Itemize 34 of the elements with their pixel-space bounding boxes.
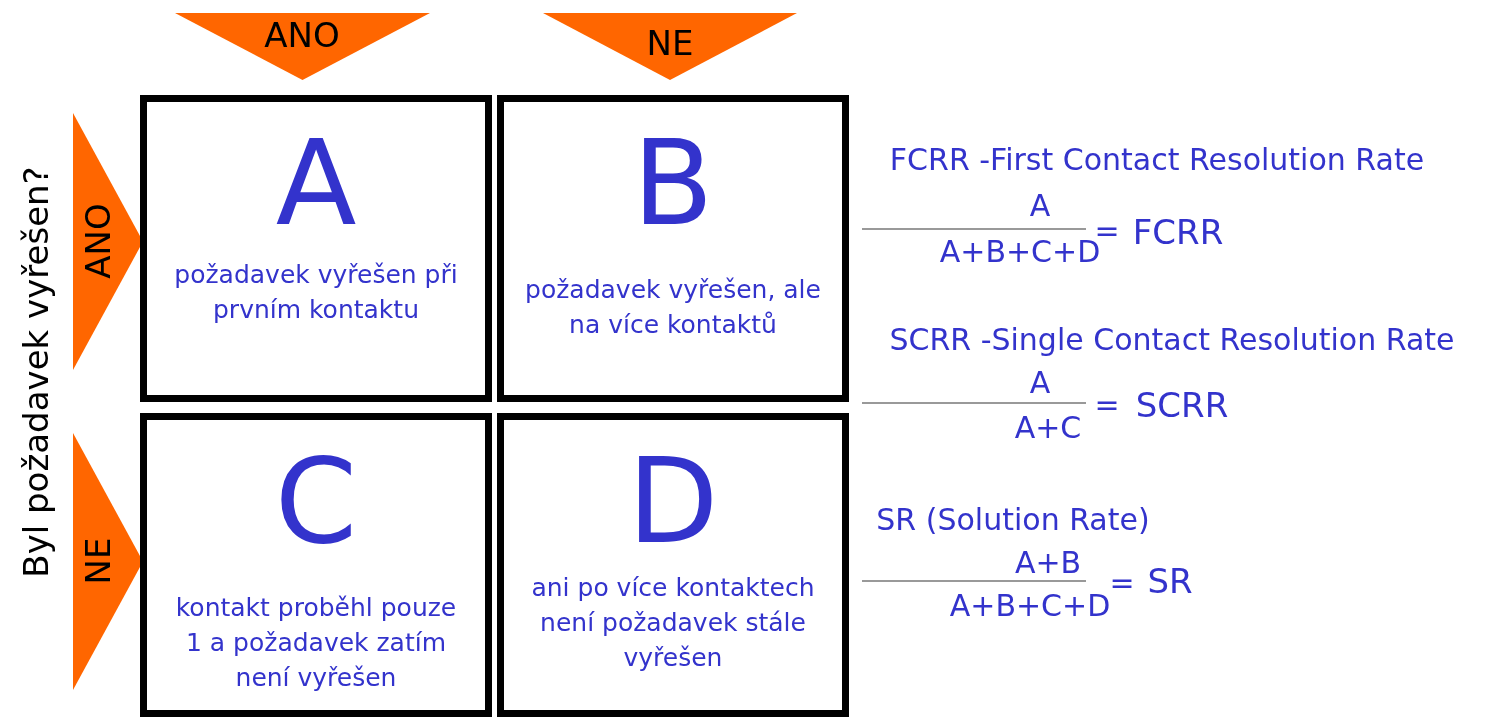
axis-answer: NE	[81, 537, 115, 585]
quadrant-letter: D	[626, 442, 720, 560]
equals-sign: =	[1109, 568, 1135, 598]
formula-title: SCRR -Single Contact Resolution Rate	[889, 325, 1455, 355]
equals-sign: =	[1094, 390, 1120, 420]
formula-title: SR (Solution Rate)	[876, 505, 1150, 535]
quadrant-letter: A	[274, 124, 358, 242]
quadrant-description: požadavek vyřešen, ale na více kontaktů	[524, 274, 822, 341]
formula-result: FCRR	[1132, 215, 1224, 249]
axis-answer: ANO	[81, 203, 115, 279]
quadrant-box	[140, 95, 492, 402]
quadrant-box	[497, 95, 849, 402]
quadrant-description: požadavek vyřešen při prvním kontaktu	[173, 259, 459, 326]
quadrant-letter: B	[631, 124, 715, 242]
denominator: A+C	[1014, 413, 1082, 443]
triangle-marker	[543, 13, 797, 80]
quadrant-description: ani po více kontaktech není požadavek stále vyřešen	[530, 572, 816, 674]
quadrant-letter: C	[273, 442, 359, 560]
numerator: A	[1029, 368, 1051, 398]
axis-answer: NE	[646, 26, 694, 60]
formula-result: SCRR	[1135, 388, 1229, 422]
formula-title: FCRR -First Contact Resolution Rate	[889, 145, 1425, 175]
triangle-marker	[73, 433, 143, 690]
quadrant-box	[497, 413, 849, 717]
triangle-marker	[175, 13, 430, 80]
axis-answer: ANO	[264, 18, 340, 52]
numerator: A	[1029, 191, 1051, 221]
triangle-marker	[73, 113, 143, 370]
quadrant-description: kontakt proběhl pouze 1 a požadavek zatím není vyřešen	[174, 592, 458, 694]
quadrant-box	[140, 413, 492, 717]
numerator: A+B	[1014, 548, 1082, 578]
formula-result: SR	[1147, 564, 1193, 598]
axis-question: Byl požadavek vyřešen?	[19, 166, 53, 578]
denominator: A+B+C+D	[949, 591, 1111, 621]
